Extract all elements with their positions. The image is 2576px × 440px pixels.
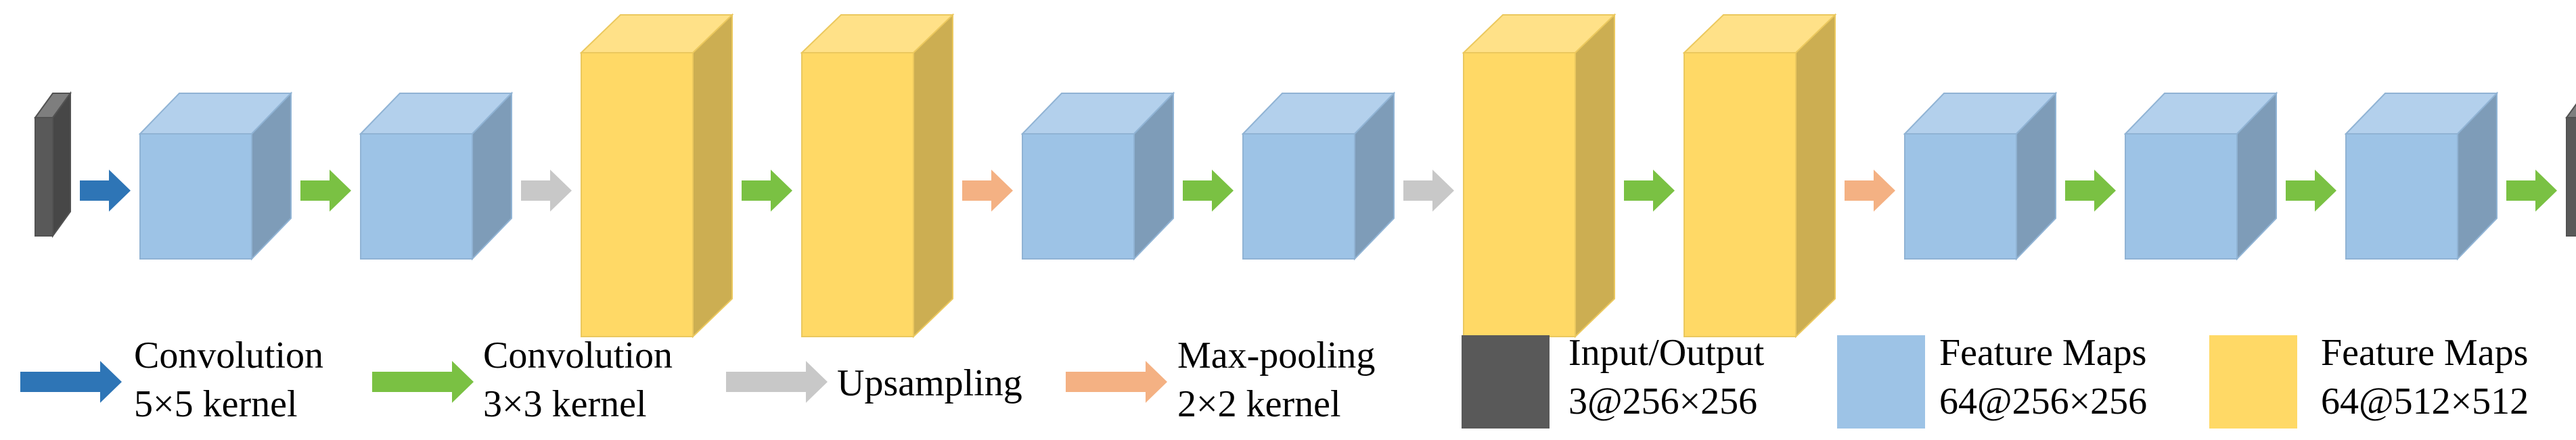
legend-yellow-swatch: [2209, 335, 2297, 429]
arrow-upsample-6: [1403, 170, 1454, 212]
arrow-upsample-2: [521, 170, 572, 212]
yellow-feature-map-3: [579, 13, 734, 339]
legend-io: Input/Output 3@256×256: [1462, 332, 1765, 429]
legend-conv5: Convolution 5×5 kernel: [20, 335, 323, 425]
legend-conv3: Convolution 3×3 kernel: [372, 335, 673, 425]
io-block-12: [2565, 103, 2576, 237]
legend-maxpool: Max-pooling 2×2 kernel: [1066, 335, 1375, 425]
arrow-conv3-11: [2506, 170, 2557, 212]
yellow-feature-map-4: [800, 13, 955, 339]
arrow-maxpool-4: [962, 170, 1013, 212]
io-block-0: [34, 91, 72, 239]
blue-feature-map-10: [2123, 91, 2278, 261]
legend-blue-line2: 64@256×256: [1939, 381, 2147, 422]
legend-conv5-line1: Convolution: [134, 335, 323, 376]
legend: Convolution 5×5 kernel Convolution 3×3 k…: [20, 332, 2529, 429]
blue-feature-map-2: [359, 91, 514, 261]
arrow-conv3-7: [1624, 170, 1675, 212]
legend-conv3-line1: Convolution: [483, 335, 673, 376]
legend-io-line1: Input/Output: [1568, 332, 1765, 374]
legend-blue: Feature Maps 64@256×256: [1837, 332, 2147, 429]
arrow-maxpool-8: [1845, 170, 1895, 212]
legend-conv3-line2: 3×3 kernel: [483, 383, 647, 425]
legend-maxpool-arrow: [1066, 361, 1167, 403]
blue-feature-map-9: [1903, 91, 2058, 261]
legend-upsample-line1: Upsampling: [837, 362, 1022, 404]
blue-feature-map-5: [1020, 91, 1175, 261]
legend-maxpool-line1: Max-pooling: [1177, 335, 1375, 376]
legend-yellow-line2: 64@512×512: [2321, 381, 2529, 422]
legend-io-line2: 3@256×256: [1568, 381, 1757, 422]
blue-feature-map-11: [2344, 91, 2499, 261]
legend-conv5-line2: 5×5 kernel: [134, 383, 298, 425]
legend-upsample-arrow: [726, 361, 828, 403]
legend-upsample: Upsampling: [726, 361, 1022, 404]
legend-blue-swatch: [1837, 335, 1925, 429]
blue-feature-map-6: [1241, 91, 1396, 261]
legend-blue-line1: Feature Maps: [1939, 332, 2146, 374]
legend-conv3-arrow: [372, 361, 474, 403]
arrow-conv3-1: [300, 170, 351, 212]
arrow-conv3-3: [742, 170, 792, 212]
legend-conv5-arrow: [20, 361, 122, 403]
legend-io-swatch: [1462, 335, 1550, 429]
arrow-conv5-0: [80, 170, 131, 212]
yellow-feature-map-8: [1682, 13, 1837, 339]
pipeline: [34, 13, 2576, 339]
legend-maxpool-line2: 2×2 kernel: [1177, 383, 1341, 425]
legend-yellow: Feature Maps 64@512×512: [2209, 332, 2529, 429]
arrow-conv3-5: [1183, 170, 1234, 212]
arrow-conv3-10: [2286, 170, 2336, 212]
arrow-conv3-9: [2065, 170, 2116, 212]
yellow-feature-map-7: [1462, 13, 1617, 339]
blue-feature-map-1: [138, 91, 293, 261]
legend-yellow-line1: Feature Maps: [2321, 332, 2528, 374]
